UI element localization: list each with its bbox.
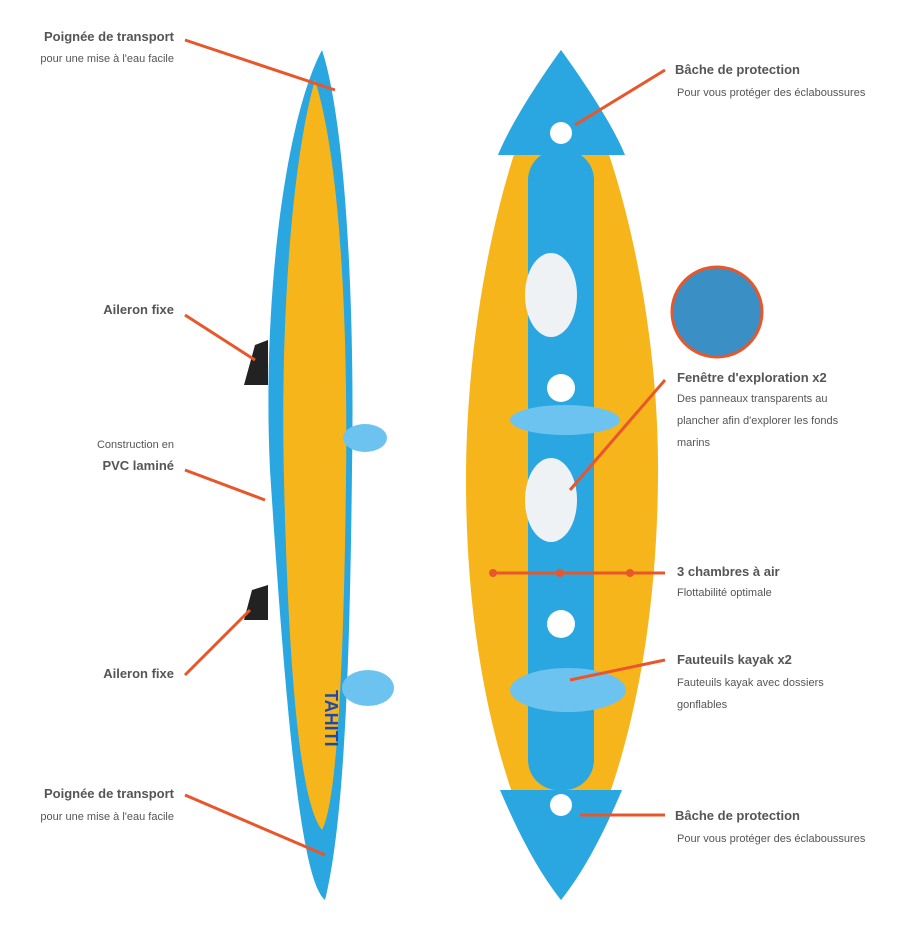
seats-desc-2: gonflables <box>677 699 728 711</box>
pvc-title: PVC laminé <box>102 458 174 473</box>
kayak-top-view <box>466 50 659 900</box>
handle-bottom-desc: pour une mise à l'eau facile <box>40 811 174 823</box>
fin-top-title: Aileron fixe <box>103 302 174 317</box>
chambers-desc: Flottabilité optimale <box>677 587 772 599</box>
window-detail-inset <box>670 265 764 359</box>
chambers-title: 3 chambres à air <box>677 564 780 579</box>
pvc-pre: Construction en <box>96 439 174 451</box>
cover-bottom-desc: Pour vous protéger des éclaboussures <box>677 833 866 845</box>
window-desc-2: plancher afin d'explorer les fonds <box>677 415 839 427</box>
window-title: Fenêtre d'exploration x2 <box>677 370 827 385</box>
window-desc-1: Des panneaux transparents au <box>677 393 828 405</box>
fin-bottom-title: Aileron fixe <box>103 666 174 681</box>
handle-bottom-title: Poignée de transport <box>43 786 174 801</box>
seat-front <box>510 405 620 435</box>
window-bottom <box>525 458 577 542</box>
svg-text:TAHITI: TAHITI <box>321 690 341 747</box>
kayak-side-view: TAHITI <box>244 50 394 900</box>
callout-lines <box>183 38 667 857</box>
handle-top-title: Poignée de transport <box>43 29 174 44</box>
seats-desc-1: Fauteuils kayak avec dossiers <box>677 677 824 689</box>
handle-top-desc: pour une mise à l'eau facile <box>40 53 174 65</box>
fin-top-icon <box>244 340 268 385</box>
window-desc-3: marins <box>677 437 711 449</box>
seats-title: Fauteuils kayak x2 <box>677 652 792 667</box>
fin-bottom-icon <box>244 585 268 620</box>
window-top <box>525 253 577 337</box>
cover-top-title: Bâche de protection <box>675 62 800 77</box>
seat-back <box>510 668 626 712</box>
cover-top-desc: Pour vous protéger des éclaboussures <box>677 87 866 99</box>
cover-bottom-title: Bâche de protection <box>675 808 800 823</box>
